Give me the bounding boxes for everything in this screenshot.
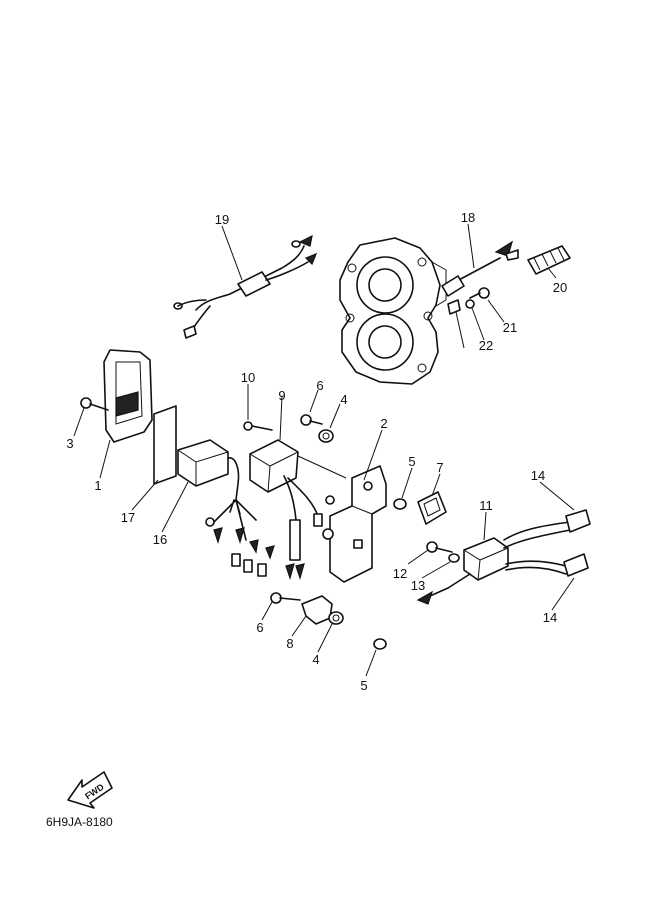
callout-2: 2 [380, 416, 387, 431]
callout-17: 18 [461, 210, 475, 225]
callout-4: 4 [312, 652, 319, 667]
part-12-bolt [426, 541, 453, 553]
part-10-bolt [243, 421, 273, 431]
fwd-arrow-icon: FWD [67, 771, 113, 809]
callout-7: 7 [436, 460, 443, 475]
callout-15: 16 [153, 532, 167, 547]
callout-13: 13 [411, 578, 425, 593]
part-1-cover [103, 349, 153, 443]
part-2-bracket [322, 465, 387, 583]
part-7-grommet [417, 491, 447, 525]
callout-4: 4 [340, 392, 347, 407]
hardware-20-21-22 [447, 287, 490, 315]
callout-6: 6 [316, 378, 323, 393]
callout-5: 5 [360, 678, 367, 693]
part-5-nut-lower [373, 638, 387, 650]
callout-5: 5 [408, 454, 415, 469]
part-5-nut-upper [393, 498, 407, 510]
part-19-boot [527, 245, 571, 275]
part-9-rectifier [249, 439, 347, 581]
part-18-harness [173, 234, 318, 339]
callout-1: 1 [94, 478, 101, 493]
part-13-washer [448, 553, 460, 563]
callouts: 19 18 20 21 22 10 9 6 4 2 5 7 3 1 17 16 … [66, 210, 567, 693]
part-6-bolt-upper [300, 414, 323, 426]
part-17-sensor [441, 240, 519, 297]
part-14-plug-cap-upper [565, 509, 591, 533]
callout-18: 19 [215, 212, 229, 227]
callout-8: 8 [286, 636, 293, 651]
leader-lines [73, 223, 575, 677]
callout-19: 20 [553, 280, 567, 295]
part-8-clip [301, 595, 333, 625]
part-4-collar-lower [328, 611, 344, 625]
callout-20: 21 [503, 320, 517, 335]
callout-9: 9 [278, 388, 285, 403]
part-4-collar-upper [318, 429, 334, 443]
callout-12: 12 [393, 566, 407, 581]
part-11-ignition-coil [416, 521, 571, 605]
part-15-cdi-unit [177, 439, 275, 577]
callout-16: 17 [121, 510, 135, 525]
callout-11: 11 [479, 498, 493, 513]
part-14-plug-cap-lower [563, 553, 589, 577]
cylinder-head [339, 237, 447, 385]
callout-14: 14 [543, 610, 557, 625]
part-16-insulator [153, 405, 177, 485]
callout-6: 6 [256, 620, 263, 635]
diagram-code: 6H9JA-8180 [46, 815, 113, 829]
callout-14: 14 [531, 468, 545, 483]
part-6-bolt-lower [270, 592, 301, 604]
part-3-screw [80, 397, 109, 411]
callout-21: 22 [479, 338, 493, 353]
callout-10: 10 [241, 370, 255, 385]
callout-3: 3 [66, 436, 73, 451]
